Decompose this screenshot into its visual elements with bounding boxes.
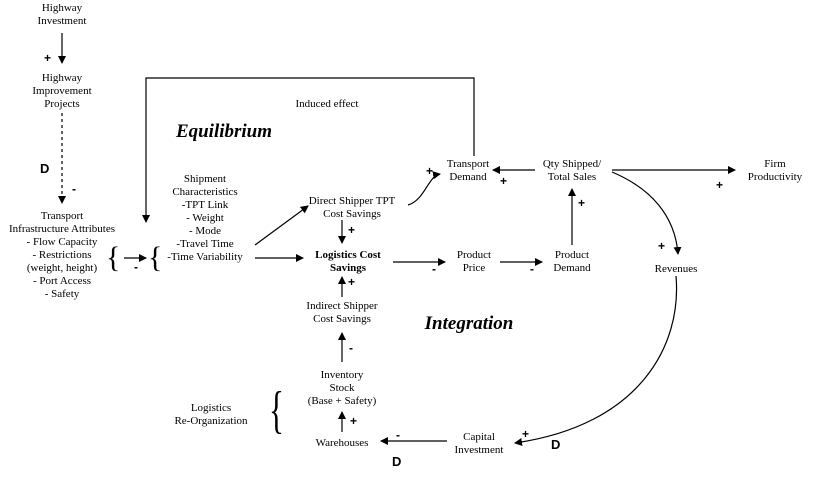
node-highway-investment: Highway Investment xyxy=(37,2,87,27)
arrow-qty-to-revenues xyxy=(611,171,682,255)
arrow-direct-to-transport xyxy=(407,171,441,206)
node-warehouses: Warehouses xyxy=(315,437,369,449)
node-firm-productivity: Firm Productivity xyxy=(747,158,803,183)
node-capital-investment: Capital Investment xyxy=(454,431,504,456)
node-logistics-cost-savings: Logistics Cost Savings xyxy=(315,249,381,274)
sign-warehouses-inventory: + xyxy=(350,414,358,428)
arrow-induced-effect xyxy=(142,77,475,223)
delay-revenues-capital: D xyxy=(551,437,561,452)
node-qty-shipped: Qty Shipped/ Total Sales xyxy=(542,158,602,183)
node-transport-demand: Transport Demand xyxy=(446,158,490,183)
label-induced-effect: Induced effect xyxy=(295,98,359,110)
arrow-shipment-to-direct xyxy=(254,205,309,246)
sign-demand-qty: + xyxy=(578,196,586,210)
sign-logistics-price: - xyxy=(432,262,436,276)
delay-capital-warehouses: D xyxy=(392,454,402,469)
sign-price-demand: - xyxy=(530,262,534,276)
sign-qty-transport: + xyxy=(500,174,508,188)
sign-projects-infra: - xyxy=(72,182,76,196)
sign-inventory-indirect: - xyxy=(349,341,353,355)
heading-equilibrium: Equilibrium xyxy=(175,121,273,142)
brace-shipment: { xyxy=(148,241,163,274)
sign-investment-projects: + xyxy=(44,51,52,65)
node-product-price: Product Price xyxy=(456,249,492,274)
sign-revenues-capital: + xyxy=(522,427,530,441)
arrow-revenues-to-capital xyxy=(514,275,678,446)
node-transport-infrastructure: Transport Infrastructure Attributes - Fl… xyxy=(9,210,115,300)
sign-direct-transport: + xyxy=(426,164,434,178)
sign-capital-warehouses: - xyxy=(396,428,400,442)
brace-reorganization: { xyxy=(268,382,284,439)
heading-integration: Integration xyxy=(424,313,514,334)
sign-qty-productivity: + xyxy=(716,178,724,192)
brace-infra: { xyxy=(106,241,121,274)
delay-projects-infra: D xyxy=(40,161,50,176)
sign-infra-shipment: - xyxy=(134,260,138,274)
node-revenues: Revenues xyxy=(654,263,698,275)
node-highway-projects: Highway Improvement Projects xyxy=(32,72,92,110)
sign-indirect-logistics: + xyxy=(348,275,356,289)
sign-qty-revenues: + xyxy=(658,239,666,253)
node-shipment-characteristics: Shipment Characteristics -TPT Link - Wei… xyxy=(167,173,243,263)
node-direct-shipper-savings: Direct Shipper TPT Cost Savings xyxy=(308,195,396,220)
node-product-demand: Product Demand xyxy=(553,249,591,274)
node-logistics-reorganization: Logistics Re-Organization xyxy=(174,402,248,427)
sign-direct-logistics: + xyxy=(348,223,356,237)
node-indirect-shipper-savings: Indirect Shipper Cost Savings xyxy=(306,300,378,325)
node-inventory-stock: Inventory Stock (Base + Safety) xyxy=(307,369,377,407)
